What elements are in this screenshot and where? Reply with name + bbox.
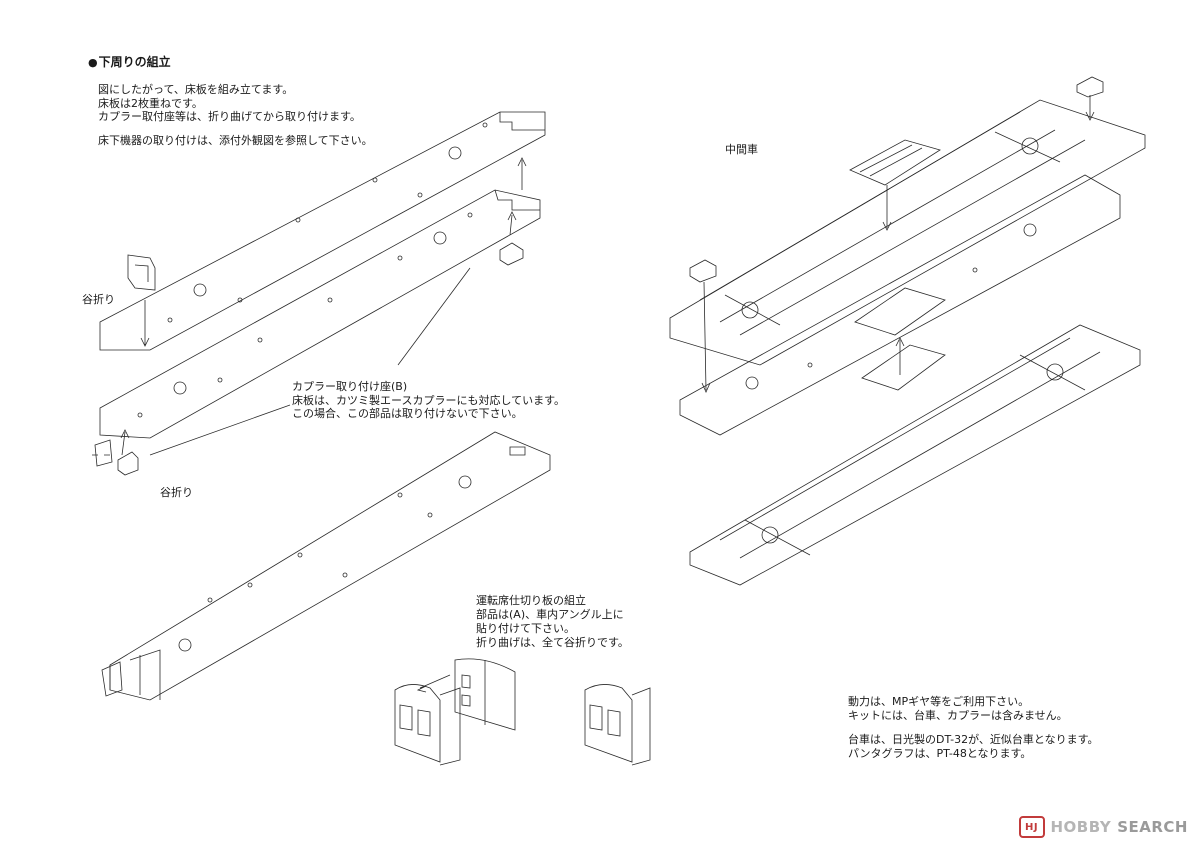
intro-line-3: カプラー取付座等は、折り曲げてから取り付けます。 bbox=[98, 110, 361, 123]
valley-fold-label-top: 谷折り bbox=[82, 293, 115, 306]
section-heading: 下周りの組立 bbox=[88, 55, 171, 70]
middle-car-frame-bottom bbox=[689, 324, 1141, 586]
watermark-text: SEARCH bbox=[1117, 818, 1188, 836]
coupler-note-line-1: 床板は、カツミ製エースカプラーにも対応しています。 bbox=[292, 394, 566, 407]
watermark-brand: HOBBY bbox=[1050, 818, 1112, 836]
watermark: HJ HOBBY SEARCH bbox=[1018, 816, 1189, 838]
power-note-line-2: キットには、台車、カプラーは含みません。 bbox=[848, 709, 1068, 722]
middle-car-plate bbox=[679, 174, 1121, 436]
power-note-line-1: 動力は、MPギヤ等をご利用下さい。 bbox=[848, 695, 1030, 708]
intro-line-1: 図にしたがって、床板を組み立てます。 bbox=[98, 83, 294, 96]
floor-plate-upper bbox=[99, 111, 546, 351]
partition-note-line-2: 貼り付けて下さい。 bbox=[476, 622, 575, 635]
floor-plate-assembled bbox=[109, 431, 551, 701]
intro-line-5: 床下機器の取り付けは、添付外観図を参照して下さい。 bbox=[98, 134, 373, 147]
power-note-line-4: 台車は、日光製のDT-32が、近似台車となります。 bbox=[848, 733, 1099, 746]
watermark-logo-icon: HJ bbox=[1018, 816, 1045, 838]
power-note-line-5: パンタグラフは、PT-48となります。 bbox=[848, 747, 1032, 760]
partition-note-title: 運転席仕切り板の組立 bbox=[476, 594, 586, 607]
middle-car-frame-top bbox=[669, 99, 1146, 366]
valley-fold-label-bottom: 谷折り bbox=[160, 486, 193, 499]
partition-parts bbox=[394, 658, 651, 766]
intro-line-2: 床板は2枚重ねです。 bbox=[98, 97, 203, 110]
partition-note-line-1: 部品は(A)、車内アングル上に bbox=[476, 608, 624, 621]
coupler-note-title: カプラー取り付け座(B) bbox=[292, 380, 408, 393]
floor-plate-lower bbox=[99, 189, 541, 439]
coupler-note-line-2: この場合、この部品は取り付けないで下さい。 bbox=[292, 407, 523, 420]
partition-note-line-3: 折り曲げは、全て谷折りです。 bbox=[476, 636, 629, 649]
middle-car-label: 中間車 bbox=[725, 143, 758, 156]
